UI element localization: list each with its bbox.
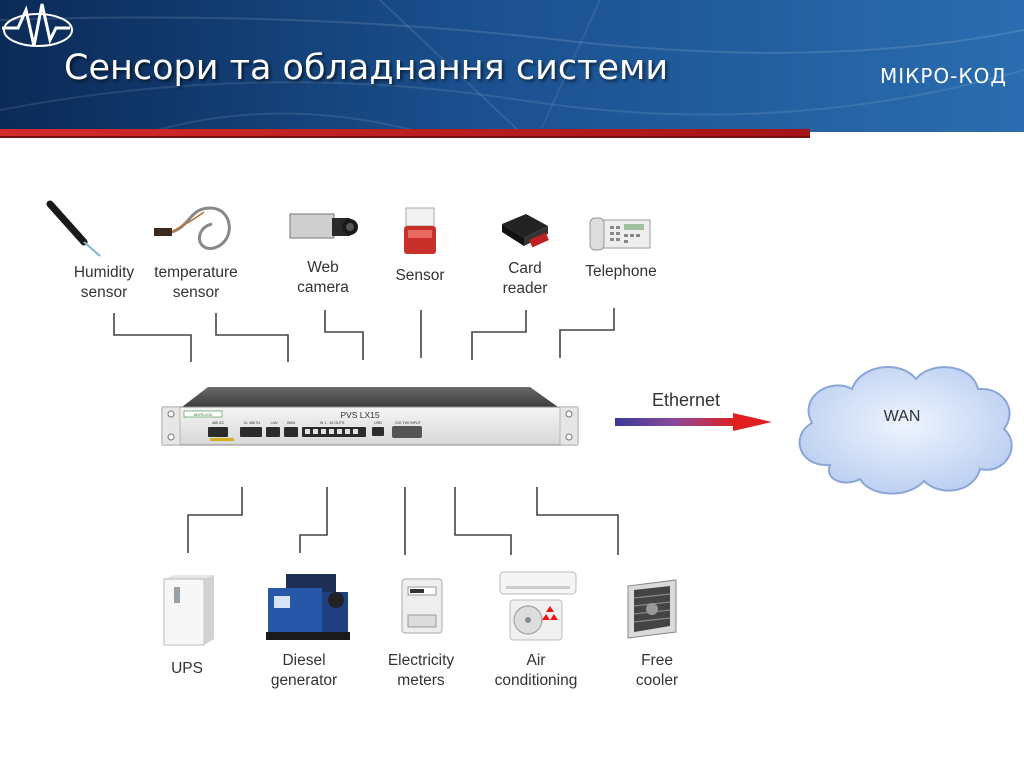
ups-icon — [163, 575, 214, 646]
port-label-4: WAN — [287, 421, 296, 425]
label-ups: UPS — [171, 660, 203, 677]
card-reader-icon — [502, 214, 549, 248]
siren-icon — [404, 207, 436, 254]
label-sensor: Sensor — [395, 267, 445, 284]
controller-unit: PVS LX15 MIKRO-KOD 485 I2C CL 485 S1 LAN… — [161, 387, 579, 446]
wire-aircon — [454, 487, 512, 555]
label-free-cooler: Free cooler — [635, 652, 679, 689]
port-label-5: IN 1 - 16 OUTS — [320, 421, 345, 425]
port-label-7: DIG TWI INPUT — [395, 421, 421, 425]
wire-telephone — [559, 308, 615, 358]
telephone-icon — [589, 217, 651, 251]
label-humidity-sensor: Humidity sensor — [73, 264, 135, 301]
port-label-6: USB — [374, 421, 382, 425]
thermocouple-icon — [154, 206, 231, 250]
header-background — [0, 0, 1024, 138]
mikro-kod-logo-icon — [2, 3, 73, 47]
ethernet-arrow — [615, 413, 772, 431]
unit-brand-label: MIKRO-KOD — [194, 413, 213, 417]
logo-text: МІКРО-КОД — [880, 64, 1007, 88]
slide-header: Сенсори та обладнання системи МІКРО-КОД — [0, 0, 1024, 140]
label-temperature-sensor: temperature sensor — [154, 264, 238, 301]
wire-diesel — [299, 487, 328, 553]
wire-card-reader — [471, 310, 527, 360]
wire-camera — [324, 310, 364, 360]
slide-title: Сенсори та обладнання системи — [64, 48, 669, 88]
meter-icon — [401, 578, 443, 634]
wire-ups — [187, 487, 243, 553]
humidity-probe-icon — [46, 200, 101, 257]
label-electricity-meters: Electricity meters — [387, 652, 455, 689]
wire-temperature — [215, 313, 289, 362]
port-label-1: 485 I2C — [212, 421, 225, 425]
label-telephone: Telephone — [585, 263, 657, 280]
label-web-camera: Web camera — [297, 259, 349, 296]
ethernet-label: Ethernet — [651, 390, 721, 410]
fan-icon — [627, 579, 677, 639]
port-label-2: CL 485 S1 — [244, 421, 261, 425]
wan-label: WAN — [883, 408, 921, 425]
wire-cooler — [536, 487, 619, 555]
air-conditioner-icon — [499, 571, 577, 641]
label-air-conditioning: Air conditioning — [494, 652, 578, 689]
camera-icon — [289, 213, 358, 239]
unit-model-label: PVS LX15 — [340, 410, 379, 420]
label-card-reader: Card reader — [502, 260, 548, 297]
label-diesel-generator: Diesel generator — [270, 652, 338, 689]
wire-humidity — [113, 313, 192, 362]
generator-icon — [266, 574, 350, 640]
wan-cloud — [798, 365, 1013, 495]
port-label-3: LAN — [271, 421, 278, 425]
